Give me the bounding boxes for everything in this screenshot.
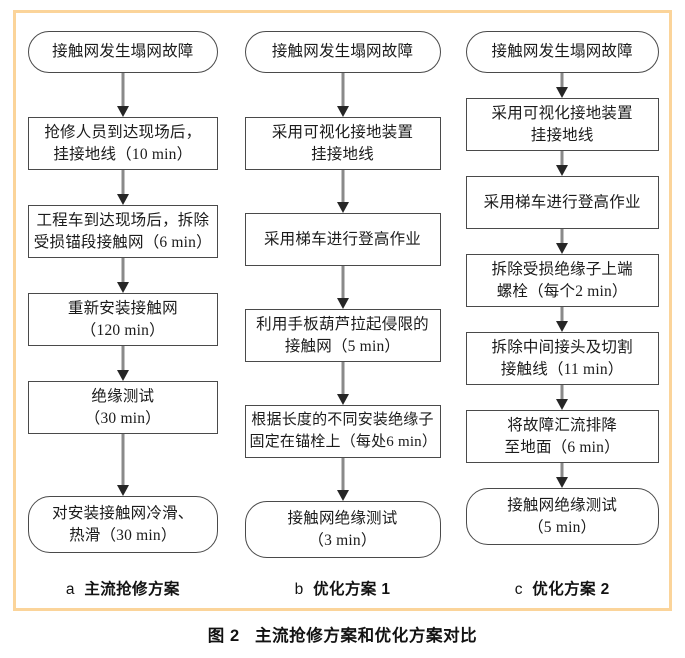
arrow-b-4 [335, 458, 351, 501]
node-a-5[interactable]: 对安装接触网冷滑、 热滑（30 min） [27, 496, 218, 553]
arrow-c-4 [554, 385, 570, 410]
node-c-6[interactable]: 接触网绝缘测试 （5 min） [465, 488, 659, 545]
arrow-b-0 [335, 73, 351, 117]
column-label-c-tag: c [514, 581, 523, 598]
figure-caption-text: 主流抢修方案和优化方案对比 [254, 627, 478, 645]
column-label-a: a 主流抢修方案 [13, 577, 233, 599]
arrow-c-2 [554, 229, 570, 254]
node-a-1[interactable]: 抢修人员到达现场后， 挂接地线（10 min） [27, 117, 218, 170]
figure-caption-number: 图 2 [207, 627, 240, 645]
node-a-3[interactable]: 重新安装接触网 （120 min） [27, 293, 218, 346]
node-b-4[interactable]: 根据长度的不同安装绝缘子 固定在锚栓上（每处6 min） [244, 405, 441, 458]
column-label-b-tag: b [294, 581, 304, 598]
column-label-a-tag: a [65, 581, 75, 598]
node-c-1[interactable]: 采用可视化接地装置 挂接地线 [465, 98, 659, 151]
arrow-a-3 [115, 346, 131, 381]
node-c-3[interactable]: 拆除受损绝缘子上端 螺栓（每个2 min） [465, 254, 659, 307]
node-c-2[interactable]: 采用梯车进行登高作业 [465, 176, 659, 229]
column-label-b-text: 优化方案 1 [313, 581, 391, 598]
arrow-a-4 [115, 434, 131, 496]
node-a-4[interactable]: 绝缘测试 （30 min） [27, 381, 218, 434]
arrow-b-3 [335, 362, 351, 405]
node-c-0[interactable]: 接触网发生塌网故障 [465, 31, 659, 73]
flowchart-columns: 接触网发生塌网故障 抢修人员到达现场后， 挂接地线（10 min） 工程车到达现… [13, 10, 672, 611]
column-label-a-text: 主流抢修方案 [84, 581, 180, 598]
arrow-b-2 [335, 266, 351, 309]
column-label-c-text: 优化方案 2 [532, 581, 610, 598]
node-c-4[interactable]: 拆除中间接头及切割 接触线（11 min） [465, 332, 659, 385]
node-a-2[interactable]: 工程车到达现场后，拆除 受损锚段接触网（6 min） [27, 205, 218, 258]
column-label-b: b 优化方案 1 [233, 577, 453, 599]
node-b-0[interactable]: 接触网发生塌网故障 [244, 31, 441, 73]
flowchart-column-a: 接触网发生塌网故障 抢修人员到达现场后， 挂接地线（10 min） 工程车到达现… [13, 10, 233, 611]
column-label-c: c 优化方案 2 [452, 577, 672, 599]
flowchart-column-c: 接触网发生塌网故障 采用可视化接地装置 挂接地线 采用梯车进行登高作业 拆除受损… [452, 10, 672, 611]
arrow-a-1 [115, 170, 131, 205]
arrow-a-0 [115, 73, 131, 117]
node-c-5[interactable]: 将故障汇流排降 至地面（6 min） [465, 410, 659, 463]
arrow-c-1 [554, 151, 570, 176]
arrow-c-5 [554, 463, 570, 488]
figure-caption: 图 2 主流抢修方案和优化方案对比 [0, 622, 685, 646]
node-b-5[interactable]: 接触网绝缘测试 （3 min） [244, 501, 441, 558]
arrow-c-3 [554, 307, 570, 332]
node-a-0[interactable]: 接触网发生塌网故障 [27, 31, 218, 73]
arrow-c-0 [554, 73, 570, 98]
node-b-3[interactable]: 利用手板葫芦拉起侵限的 接触网（5 min） [244, 309, 441, 362]
flowchart-column-b: 接触网发生塌网故障 采用可视化接地装置 挂接地线 采用梯车进行登高作业 利用手板… [233, 10, 453, 611]
node-b-1[interactable]: 采用可视化接地装置 挂接地线 [244, 117, 441, 170]
arrow-b-1 [335, 170, 351, 213]
node-b-2[interactable]: 采用梯车进行登高作业 [244, 213, 441, 266]
arrow-a-2 [115, 258, 131, 293]
